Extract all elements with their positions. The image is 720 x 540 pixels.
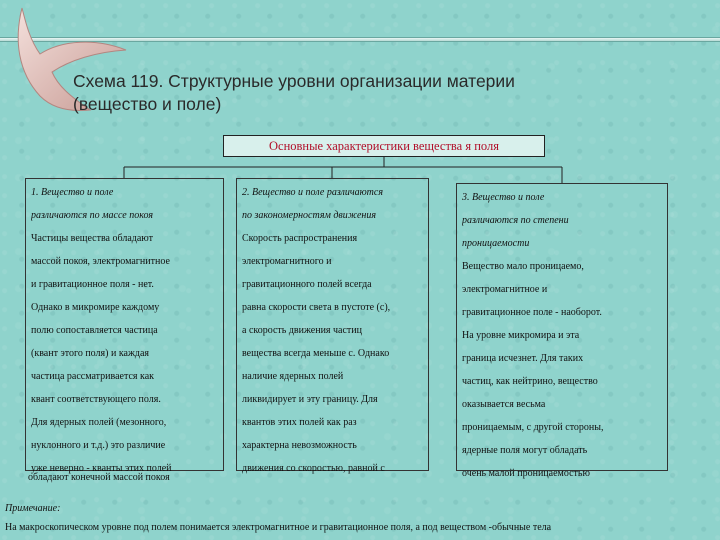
column-line: полю сопоставляется частица (31, 325, 158, 336)
column-line: На уровне микромира и эта (462, 330, 580, 341)
column-line: уже неверно - кванты этих полей (31, 463, 172, 474)
column-mass-last-line: обладают конечной массой покоя (28, 472, 170, 483)
column-line: а скорость движения частиц (242, 325, 363, 336)
column-line: граница исчезнет. Для таких (462, 353, 584, 364)
column-line: Частицы вещества обладают (31, 233, 153, 244)
column-line: Скорость распространения (242, 233, 358, 244)
title-line-2: (вещество и поле) (73, 94, 222, 114)
column-line: электромагнитное и (462, 284, 548, 295)
column-line: гравитационное поле - наоборот. (462, 307, 602, 318)
main-heading-box: Основные характеристики вещества я поля (223, 135, 545, 157)
column-line: различаются по степени (462, 215, 569, 226)
column-line: характерна невозможность (242, 440, 357, 451)
note-text: На макроскопическом уровне под полем пон… (5, 522, 552, 533)
column-line: массой покоя, электромагнитное (31, 256, 170, 267)
column-motion: 2. Вещество и поле различаются по законом… (236, 178, 429, 474)
column-line: частица рассматривается как (31, 371, 155, 382)
column-line: очень малой проницаемостью (462, 468, 590, 479)
column-line: ликвидирует и эту границу. Для (242, 394, 378, 405)
column-line: равна скорости света в пустоте (с), (242, 302, 391, 313)
header-rule (0, 37, 720, 42)
column-line: гравитационного полей всегда (242, 279, 372, 290)
column-line: ядерные поля могут обладать (462, 445, 588, 456)
column-line: 2. Вещество и поле различаются (242, 187, 383, 198)
column-line: наличие ядерных полей (242, 371, 344, 382)
column-permeability: 3. Вещество и поле различаются по степени… (456, 183, 668, 479)
column-line: Вещество мало проницаемо, (462, 261, 584, 272)
column-mass: 1. Вещество и поле различаются по массе п… (25, 178, 224, 474)
column-line: электромагнитного и (242, 256, 332, 267)
column-line: различаются по массе покоя (31, 210, 154, 221)
column-line: проницаемости (462, 238, 530, 249)
column-line: 3. Вещество и поле (462, 192, 545, 203)
column-line: по закономерностям движения (242, 210, 376, 221)
column-line: квантов этих полей как раз (242, 417, 357, 428)
column-line: Для ядерных полей (мезонного, (31, 417, 167, 428)
column-line: 1. Вещество и поле (31, 187, 114, 198)
column-line: нуклонного и т.д.) это различие (31, 440, 166, 451)
column-line: оказывается весьма (462, 399, 546, 410)
boomerang-logo-icon (17, 7, 127, 111)
column-line: вещества всегда меньше с. Однако (242, 348, 390, 359)
column-line: и гравитационное поля - нет. (31, 279, 154, 290)
column-line: Однако в микромире каждому (31, 302, 160, 313)
column-line: квант соответствующего поля. (31, 394, 161, 405)
note-label: Примечание: (5, 503, 61, 514)
column-line: движения со скоростью, равной с (242, 463, 385, 474)
title-line-1: Схема 119. Структурные уровни организаци… (73, 71, 515, 91)
column-line: частиц, как нейтрино, вещество (462, 376, 598, 387)
column-line: проницаемым, с другой стороны, (462, 422, 604, 433)
slide-title: Схема 119. Структурные уровни организаци… (73, 70, 673, 116)
column-line: (квант этого поля) и каждая (31, 348, 149, 359)
tree-connector (123, 157, 563, 183)
